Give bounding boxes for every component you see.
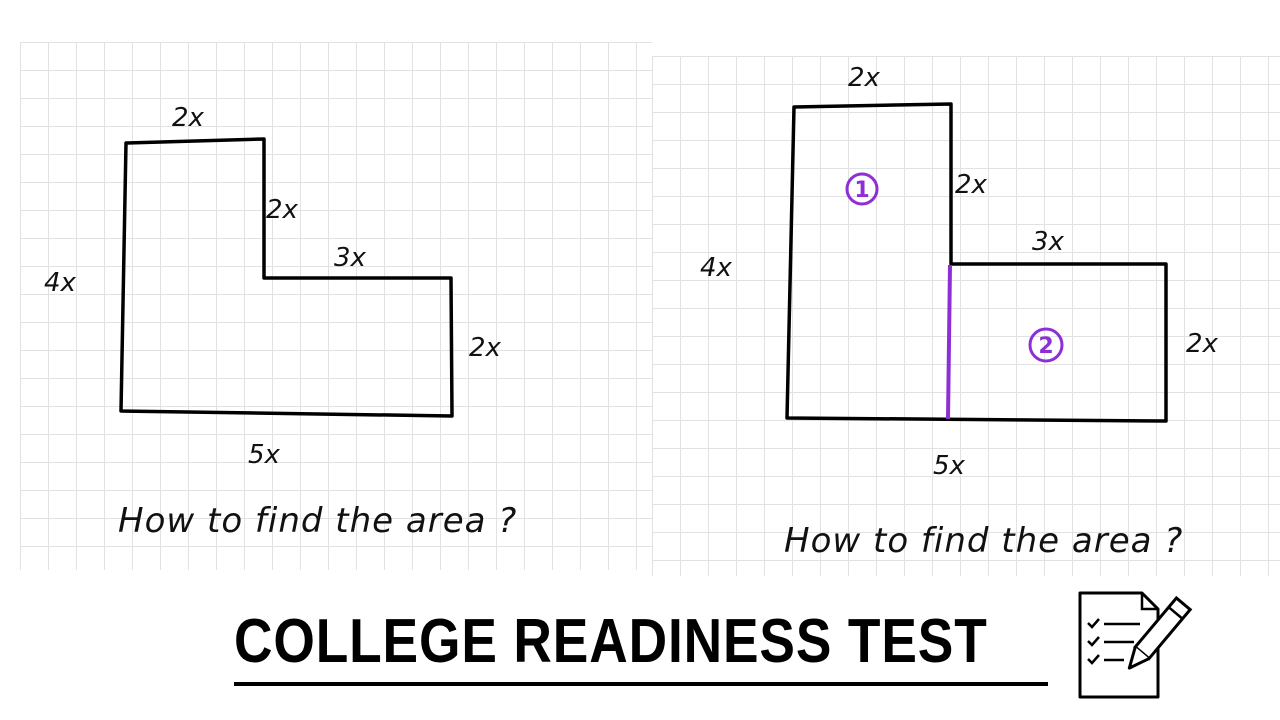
left-l-shape-outline: [119, 137, 454, 418]
right-label-top: 2x: [848, 63, 881, 93]
right-label-inner-vertical: 2x: [955, 170, 988, 200]
right-figure: 1 2 2x 2x 3x 4x 2x 5x How to find the ar…: [700, 63, 1219, 561]
right-label-right: 2x: [1186, 329, 1219, 359]
left-question: How to find the area ?: [118, 501, 517, 541]
left-label-top: 2x: [172, 103, 205, 133]
right-label-left: 4x: [700, 253, 733, 283]
left-label-right: 2x: [469, 333, 502, 363]
left-label-bottom: 5x: [248, 440, 281, 470]
right-l-shape-outline: [785, 102, 1168, 423]
left-label-left: 4x: [44, 268, 77, 298]
left-label-inner-horizontal: 3x: [334, 243, 367, 273]
right-label-inner-horizontal: 3x: [1032, 227, 1065, 257]
left-label-inner-vertical: 2x: [266, 195, 299, 225]
right-question: How to find the area ?: [784, 521, 1183, 561]
left-figure: 2x 2x 3x 4x 2x 5x How to find the area ?: [44, 103, 517, 541]
region-2-number: 2: [1038, 334, 1053, 359]
checklist-pencil-icon: [1078, 591, 1193, 699]
grid-panel-right: [652, 56, 1280, 576]
grid-panel-left: [20, 42, 652, 570]
title-underline: [234, 682, 1048, 686]
page-title: COLLEGE READINESS TEST: [234, 607, 988, 676]
region-1-circle: [845, 172, 879, 206]
region-2-circle: [1028, 327, 1064, 363]
right-label-bottom: 5x: [933, 451, 966, 481]
right-divider-line: [946, 264, 952, 420]
region-1-number: 1: [854, 178, 869, 203]
